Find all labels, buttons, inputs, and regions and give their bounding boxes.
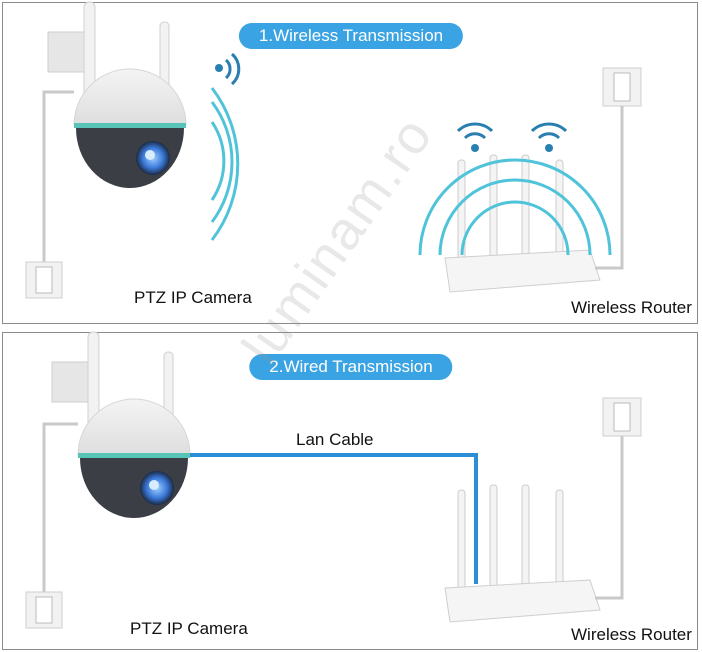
wall-outlet-router-1 xyxy=(595,67,642,270)
router-1 xyxy=(444,154,601,293)
wired-transmission-title: 2.Wired Transmission xyxy=(249,354,453,380)
power-cable-1 xyxy=(42,90,74,262)
wall-outlet-router-2 xyxy=(595,397,642,600)
wifi-waves-icon xyxy=(210,52,241,241)
lan-cable xyxy=(190,453,478,584)
camera-label-2: PTZ IP Camera xyxy=(130,619,248,638)
wireless-transmission-title: 1.Wireless Transmission xyxy=(238,23,464,49)
wall-outlet-1 xyxy=(25,261,63,299)
wall-outlet-2 xyxy=(25,591,63,629)
router-label-1: Wireless Router xyxy=(571,298,692,317)
lan-cable-label: Lan Cable xyxy=(296,430,374,449)
camera-label-1: PTZ IP Camera xyxy=(134,288,252,307)
router-wifi-waves-icon xyxy=(418,122,612,256)
camera-1 xyxy=(47,1,187,189)
router-label-2: Wireless Router xyxy=(571,625,692,644)
router-2 xyxy=(444,484,601,623)
power-cable-2 xyxy=(42,422,78,592)
